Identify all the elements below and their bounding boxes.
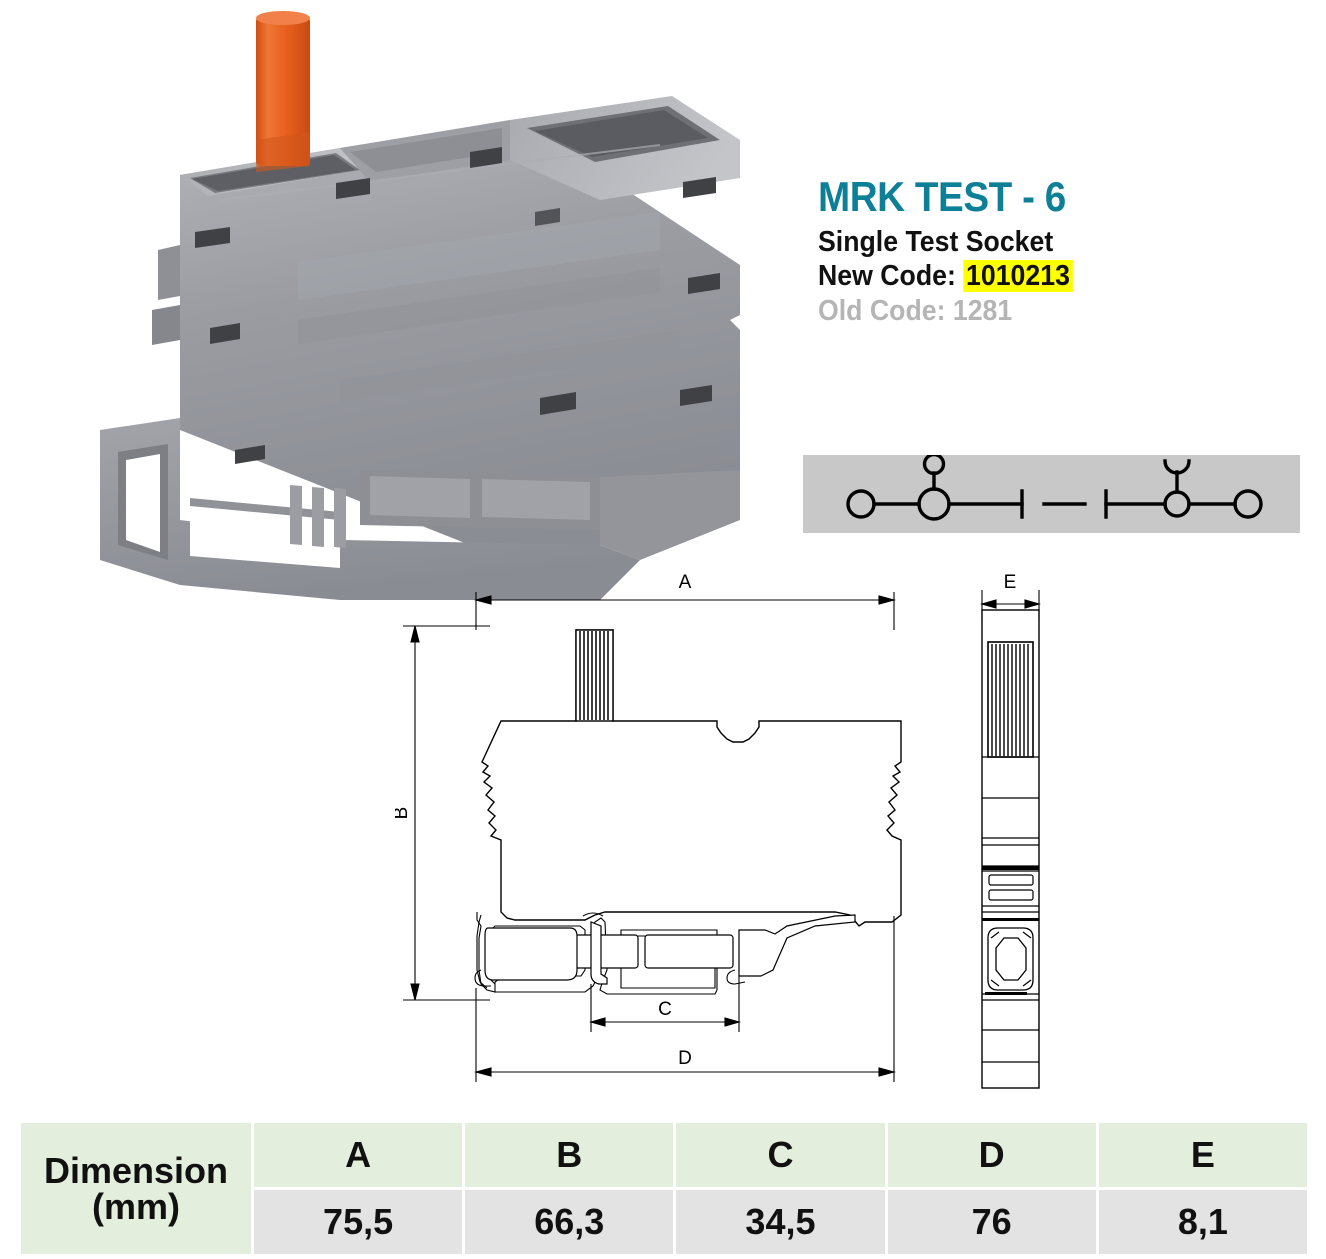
product-photo [40,0,780,640]
dimension-label-a: A [679,572,692,593]
photo-foot-mid-slot-a [370,476,470,518]
symbol-left-terminal [846,489,876,519]
table-value-c: 34,5 [676,1190,885,1254]
photo-edge-highlight [219,144,661,201]
old-code-line: Old Code: 1281 [818,294,1013,327]
side-test-pin-knurl [991,644,1029,756]
dimension-table: Dimension (mm) A B C D E 75,5 66,3 34,5 … [18,1120,1310,1257]
new-code-label: New Code: [818,260,964,293]
photo-rib-1 [298,212,660,300]
side-thick-bar-1 [982,866,1039,870]
table-header-d: D [887,1123,1096,1187]
dimension-row-label: Dimension (mm) [21,1123,251,1254]
side-slot-1 [988,874,1034,886]
symbol-junction-left [917,487,951,521]
dimension-label-line1: Dimension [43,1149,229,1191]
front-test-pin-knurl [579,631,609,720]
a-arrow-left [473,595,492,605]
photo-foot-mid-slot-b [482,479,590,520]
symbol-socket-cup [1163,459,1191,475]
dimension-label-e: E [1004,572,1017,593]
front-channel-2 [644,934,734,969]
a-arrow-right [878,595,897,605]
c-arrow-left [588,1017,606,1027]
front-body-outline [481,629,902,927]
b-arrow-bottom [410,983,420,1001]
table-value-b: 66,3 [465,1190,674,1254]
dimension-label-c: C [658,999,672,1020]
table-value-a: 75,5 [254,1190,463,1254]
photo-left-step-1 [158,245,180,300]
c-arrow-right [724,1017,742,1027]
symbol-junction-right [1163,490,1191,518]
front-view-drawing: A B C D [395,570,920,1100]
dimension-label-line2: (mm) [92,1185,180,1227]
title-block: MRK TEST - 6 Single Test Socket New Code… [818,173,1318,328]
d-arrow-left [473,1067,492,1077]
table-header-e: E [1098,1123,1307,1187]
table-value-e: 8,1 [1098,1190,1307,1254]
front-foot-divider-cap [582,912,604,917]
front-test-pin [575,629,614,722]
side-test-pin [987,641,1034,758]
photo-body-slots [195,147,720,464]
photo-foot-window-top [190,498,340,520]
front-view-svg: A B C D [395,572,902,1082]
photo-rib-3 [340,330,680,402]
side-view-drawing: E [955,570,1070,1100]
photo-foot-left-rail-hole [126,454,160,552]
side-octagon-inner [995,937,1027,981]
table-header-a: A [254,1123,463,1187]
photo-left-step-2 [152,305,180,345]
photo-rib-2 [298,268,660,344]
front-foot-clip [474,969,491,987]
side-thick-bar-3 [985,992,1027,995]
circuit-symbol-box [803,455,1300,533]
e-arrow-left [979,599,997,609]
side-octagon-detail [987,927,1034,991]
page-title: MRK TEST - 6 [818,173,1066,220]
photo-foot-fins [290,485,346,548]
front-foot-pocket [484,927,578,981]
product-photo-illustration [100,11,740,600]
table-header-b: B [465,1123,674,1187]
front-foot-left-lip [476,914,488,989]
circuit-symbol-diagram [846,455,1263,521]
side-view-svg: E [979,572,1042,1089]
table-value-d: 76 [887,1190,1096,1254]
front-foot-right-ramp [738,914,856,977]
dimension-label-d: D [678,1048,692,1069]
photo-plug-base-shadow [256,132,310,172]
symbol-branch-terminal [922,455,946,476]
photo-orange-test-plug [256,16,310,166]
front-foot-right-clip [726,969,746,985]
photo-foot-right [600,470,740,560]
dimension-label-b: B [395,807,412,820]
table-row-values: 75,5 66,3 34,5 76 8,1 [21,1190,1307,1254]
table-row-headers: Dimension (mm) A B C D E [21,1123,1307,1254]
d-arrow-right [878,1067,897,1077]
front-foot-divider [590,921,608,985]
front-foot-detail-left [476,912,718,995]
photo-top-left-cavity-inner [192,155,356,191]
symbol-right-terminal [1233,489,1263,519]
photo-top-right-cavity-inner [535,110,708,157]
side-thick-bar-2 [982,918,1039,921]
side-slot-2 [988,889,1034,901]
e-arrow-right [1024,599,1042,609]
new-code-line: New Code: 1010213 [818,259,1278,293]
product-subtitle: Single Test Socket [818,226,1054,259]
photo-top-recess-inner [350,128,502,172]
table-header-c: C [676,1123,885,1187]
side-octagon-corners [990,931,1032,987]
photo-plug-top [256,11,310,25]
b-arrow-top [410,625,420,643]
new-code-value: 1010213 [963,260,1073,293]
